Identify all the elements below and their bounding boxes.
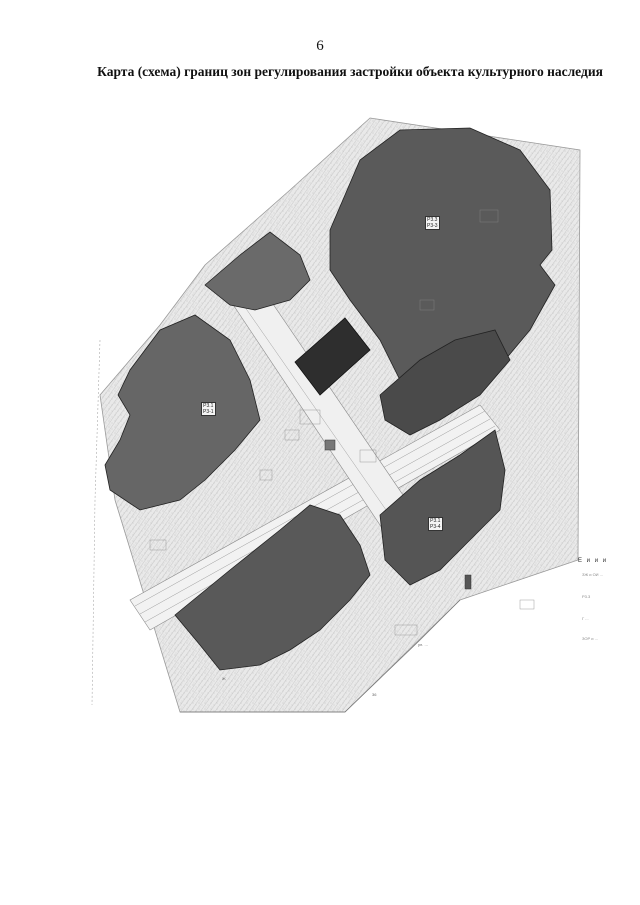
zone-r3-4 [379,429,506,586]
legend-item: ЗОР и ... [582,636,598,641]
zone-central-block [294,317,371,396]
parcel-number-label: 36 [372,692,377,697]
zone-bottom [174,504,371,671]
legend-item: Р3.3 [582,594,591,599]
page-title: Карта (схема) границ зон регулирования з… [97,64,603,79]
legend-title: Е и и и [578,558,608,564]
street-label: ул. ... [418,642,428,647]
zone-upper-left [204,231,311,311]
zone-r3-1-left [104,314,261,511]
zone-letter-label: Ж [222,676,226,681]
map-legend: Е и и и ЗЖ и ОИ ... Р3.3 Г ... ЗОР и ... [578,558,638,641]
zone-r3-3 [329,127,556,401]
zone-r3-3-lower [379,329,511,436]
legend-item: Г ... [582,616,589,621]
legend-item: ЗЖ и ОИ ... [582,572,603,577]
page-number: 6 [316,38,324,54]
